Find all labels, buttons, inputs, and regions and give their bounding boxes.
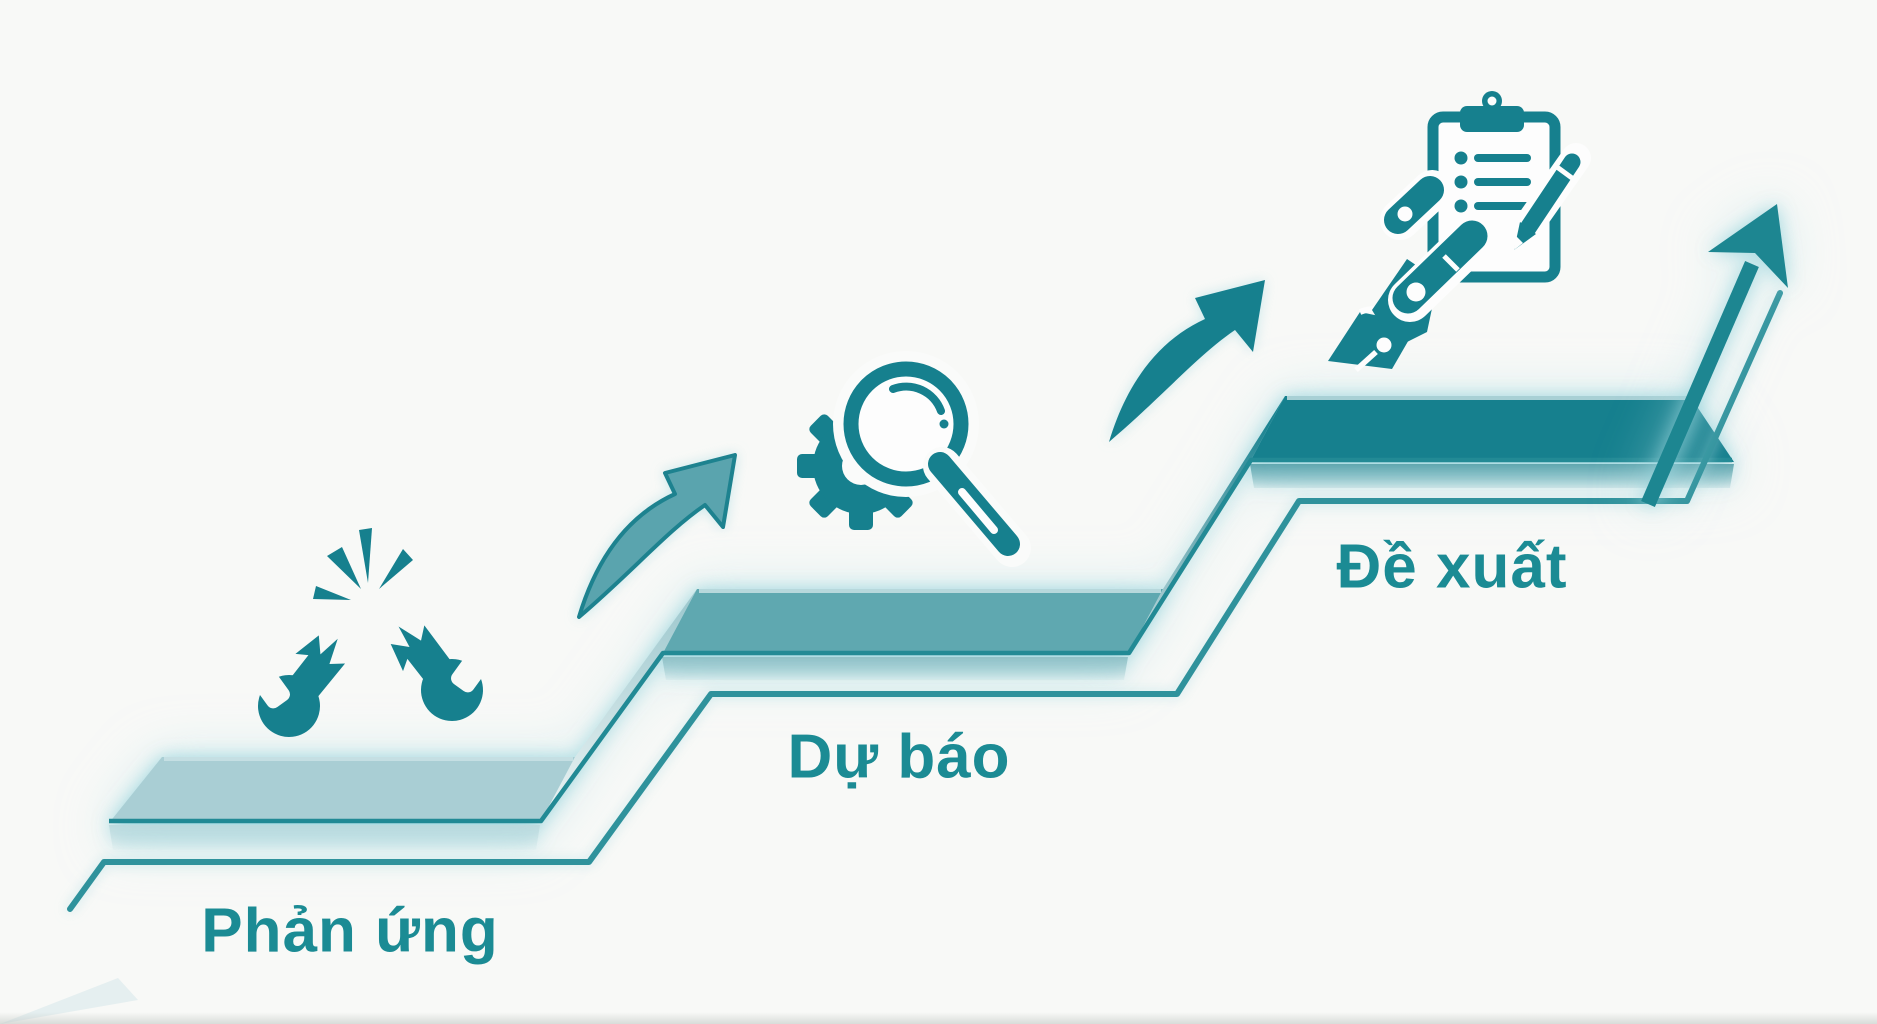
swoosh-arrow-shape [1109,280,1265,442]
robot-fingers [1380,170,1496,322]
spark-ray [379,549,413,589]
band-edge-line [109,457,1732,824]
step2-tread [662,589,1163,655]
wrench-jaw-opening [248,663,290,709]
pencil-tip-lead [1514,236,1523,250]
step3-label: Đề xuất [1336,532,1568,602]
bottom-edge-shadow [0,1012,1877,1024]
gear-magnifier-icon [797,351,1031,567]
step2-side-face [662,657,1128,680]
handle-slit [958,488,998,534]
swoosh-arrow-shape [577,453,737,619]
finger-crease [1442,254,1460,272]
step1-label: Phản ứng [201,896,499,966]
spark-ray [313,586,351,600]
step3-tread [1250,396,1734,462]
spark-ray [359,528,372,583]
curved-arrow-2 [1109,280,1265,442]
magnifier-icon [833,351,1031,567]
clash-spark-icon [313,528,413,600]
echo-outline [67,290,1783,912]
lens-highlight [889,382,945,415]
step1-side-face [109,825,540,850]
thumb-joint [1397,206,1413,222]
checklist-line [1474,178,1531,186]
clipboard-ring-hole [1487,96,1497,106]
growth-arrow [1641,204,1788,507]
checklist-rows [1454,151,1531,213]
pencil-eraser-notch [1555,164,1574,181]
spark-ray [327,547,361,589]
step1-tread [109,757,575,823]
wrist-line [1354,349,1378,373]
finger-joint [1406,282,1426,302]
wrist-pin [1376,337,1392,353]
lens-highlight-dot [939,419,949,429]
checklist-bullet [1454,175,1468,189]
step3-side-face [1250,464,1734,488]
growth-arrow-shaft [1641,261,1759,507]
curved-arrow-1 [577,453,737,619]
wrench-jaw-opening [451,647,493,693]
checklist-line [1474,202,1531,210]
broken-wrenches-clash-icon [245,528,496,750]
checklist-bullet [1454,199,1468,213]
wrench-right [376,605,496,734]
tread-top-highlights [164,396,1688,761]
pencil-icon [1509,143,1591,250]
wrench-left [245,621,365,750]
growth-arrow-head [1708,204,1788,288]
step2-label: Dự báo [787,722,1011,792]
robot-hand-checklist-icon [1328,91,1591,373]
checklist-bullet [1454,151,1468,165]
checklist-line [1474,154,1531,162]
staircase-band [109,396,1734,850]
clipboard-clip [1460,106,1524,132]
